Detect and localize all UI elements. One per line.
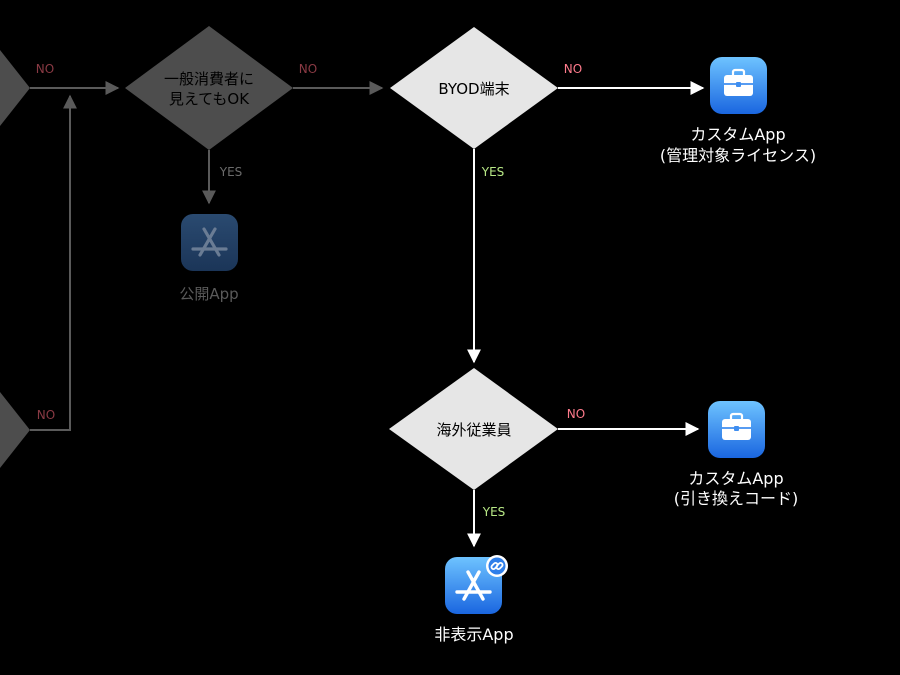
edge-label-consumer-no: NO xyxy=(299,62,317,76)
edge-label-left-bottom-no: NO xyxy=(37,408,55,422)
edge-label-overseas-no: NO xyxy=(567,407,585,421)
app-store-icon xyxy=(181,214,238,271)
edge-label-byod-yes: YES xyxy=(481,165,505,179)
custom-redeem-label-line2: (引き換えコード) xyxy=(674,489,799,508)
edge-label-left-top-no: NO xyxy=(36,62,54,76)
edge-label-byod-no: NO xyxy=(564,62,582,76)
left-top-decision-diamond xyxy=(0,50,30,126)
briefcase-icon xyxy=(710,57,767,114)
briefcase-icon xyxy=(708,401,765,458)
edge-label-overseas-yes: YES xyxy=(482,505,506,519)
custom-redeem-label-line1: カスタムApp xyxy=(688,469,783,488)
edge-left-bottom-to-consumer xyxy=(30,94,77,431)
overseas-decision-diamond xyxy=(389,368,558,490)
byod-decision-label: BYOD端末 xyxy=(438,80,509,98)
app-store-link-icon xyxy=(445,555,508,614)
unlisted-app-label: 非表示App xyxy=(434,625,513,644)
public-app-label: 公開App xyxy=(179,285,238,303)
left-bottom-decision-diamond xyxy=(0,392,30,468)
consumer-decision-line2: 見えてもOK xyxy=(169,90,250,108)
consumer-decision-diamond xyxy=(125,26,293,150)
overseas-decision-label: 海外従業員 xyxy=(436,421,511,439)
edge-label-consumer-yes: YES xyxy=(219,165,243,179)
byod-decision-diamond xyxy=(390,27,558,149)
custom-managed-label-line2: (管理対象ライセンス) xyxy=(660,146,816,165)
custom-managed-label-line1: カスタムApp xyxy=(690,125,785,144)
consumer-decision-line1: 一般消費者に xyxy=(164,70,254,88)
